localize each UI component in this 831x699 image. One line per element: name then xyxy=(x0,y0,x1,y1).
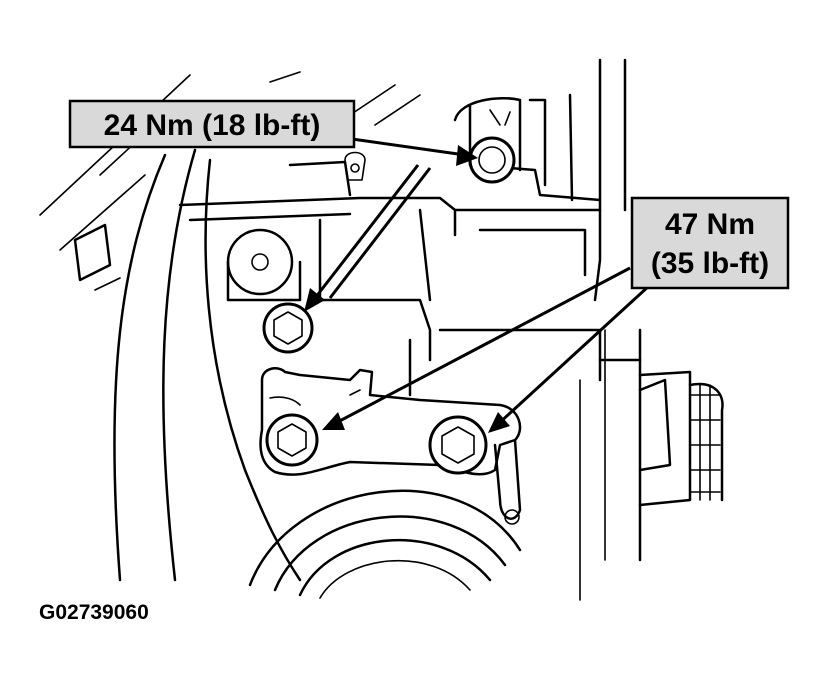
figure-id: G02739060 xyxy=(39,601,149,624)
callout-right-line1: 47 Nm xyxy=(665,208,755,241)
callout-right-line2: (35 lb-ft) xyxy=(651,247,769,280)
leader-lines xyxy=(304,136,652,433)
bolt-lower-left xyxy=(265,413,319,467)
bolt-lower-right xyxy=(428,415,488,475)
bolt-middle xyxy=(262,302,314,354)
callout-upper-text: 24 Nm (18 lb-ft) xyxy=(104,109,321,142)
callout-upper: 24 Nm (18 lb-ft) xyxy=(68,99,356,149)
callout-right: 47 Nm (35 lb-ft) xyxy=(630,196,790,290)
bolt-upper-right xyxy=(468,136,516,184)
